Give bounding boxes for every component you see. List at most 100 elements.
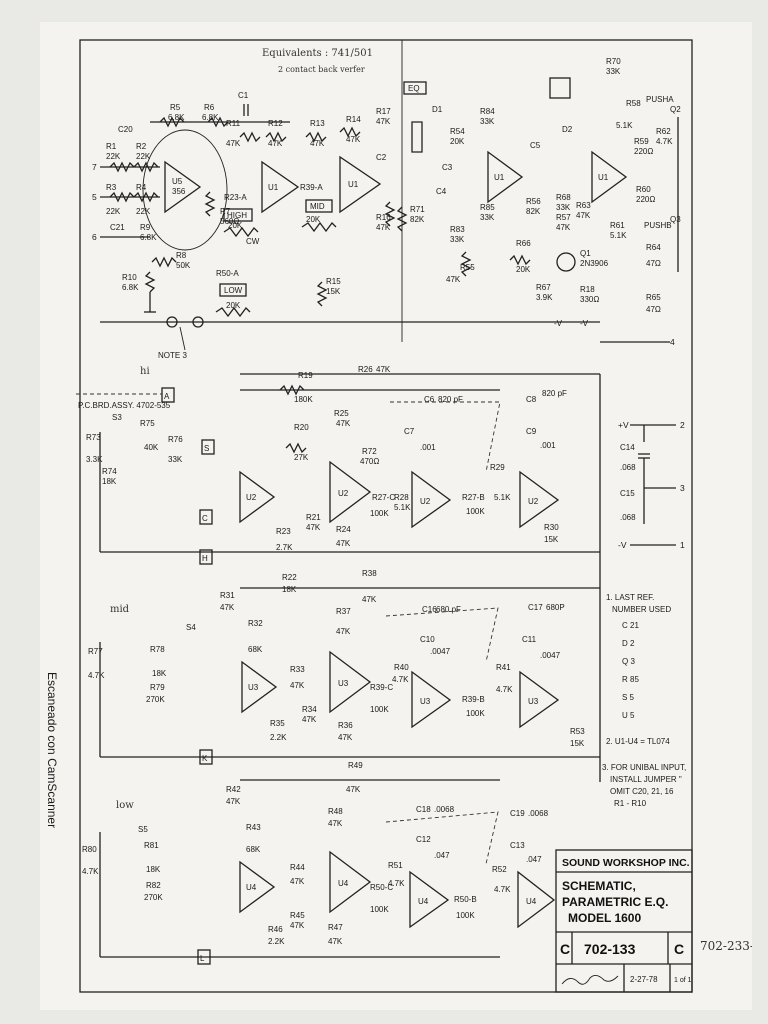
r80-label: R80 <box>82 845 97 854</box>
note1-a: 1. LAST REF. <box>606 593 654 602</box>
d1-label: D1 <box>432 105 443 114</box>
low-pot-value: 20K <box>226 301 241 310</box>
resistor-r66 <box>509 254 531 266</box>
c16-label: C16 <box>422 605 437 614</box>
pin-1-label: 1 <box>680 540 685 550</box>
gang-link <box>390 401 501 473</box>
r61-label: R61 <box>610 221 625 230</box>
resistor-r2 <box>133 161 159 173</box>
r3-label: R3 <box>106 183 117 192</box>
r13-value: 47K <box>310 139 325 148</box>
company-name: SOUND WORKSHOP INC. <box>562 857 690 869</box>
r32-value: 68K <box>248 645 263 654</box>
note1-item-0: C 21 <box>622 621 639 630</box>
title-line-3: MODEL 1600 <box>568 911 641 925</box>
low-handwritten: low <box>116 800 134 811</box>
c1-label: C1 <box>238 91 249 100</box>
r67-value: 3.9K <box>536 293 553 302</box>
r60-value: 220Ω <box>636 195 655 204</box>
r42-value: 47K <box>226 797 241 806</box>
r78-label: R78 <box>150 645 165 654</box>
eq-label: EQ <box>408 84 420 93</box>
note1-item-5: U 5 <box>622 711 635 720</box>
r18-label: R18 <box>580 285 595 294</box>
c8-label: C8 <box>526 395 537 404</box>
resistor-r20 <box>285 442 307 454</box>
schematic-drawing: Equivalents : 741/501 2 contact back ver… <box>76 39 752 993</box>
r15-value: 15K <box>326 287 341 296</box>
r62-value: 4.7K <box>656 137 673 146</box>
high-pot-cw: CW <box>246 237 260 246</box>
u2d-label: U2 <box>528 497 539 506</box>
u4b-label: U4 <box>338 879 349 888</box>
box-K-label: K <box>202 754 208 763</box>
r76-value: 33K <box>168 455 183 464</box>
u3c-label: U3 <box>420 697 431 706</box>
box-C <box>199 509 213 525</box>
c19-label: C19 <box>510 809 525 818</box>
box-L-label: L <box>200 954 205 963</box>
r40-label: R40 <box>394 663 409 672</box>
r38-value: 47K <box>362 595 377 604</box>
r46-label: R46 <box>268 925 283 934</box>
r33-label: R33 <box>290 665 305 674</box>
r58-label: R58 <box>626 99 641 108</box>
jumper-node <box>192 316 204 328</box>
c6-value: 820 pF <box>438 395 463 404</box>
resistor-r13 <box>305 131 327 143</box>
hi-handwritten: hi <box>140 366 150 377</box>
r10-label: R10 <box>122 273 137 282</box>
r13-label: R13 <box>310 119 325 128</box>
c6-label: C6 <box>424 395 435 404</box>
r64-value: 47Ω <box>646 259 661 268</box>
r45-label: R45 <box>290 911 305 920</box>
r48-label: R48 <box>328 807 343 816</box>
r62-label: R62 <box>656 127 671 136</box>
opamp-u3-b <box>329 650 372 714</box>
r37-value: 47K <box>336 627 351 636</box>
box-S-label: S <box>204 444 209 453</box>
r7-label: R7 <box>220 207 231 216</box>
notes-block: 1. LAST REF. NUMBER USED C 21 D 2 Q 3 R … <box>602 593 686 808</box>
box-A <box>161 387 175 403</box>
u4a-label: U4 <box>246 883 257 892</box>
r60-label: R60 <box>636 185 651 194</box>
drawing-date: 2-27-78 <box>630 975 658 984</box>
note1-b: NUMBER USED <box>612 605 671 614</box>
c12-label: C12 <box>416 835 431 844</box>
c17-label: C17 <box>528 603 543 612</box>
r38-label: R38 <box>362 569 377 578</box>
r50c-value: 100K <box>370 905 389 914</box>
title-block: SOUND WORKSHOP INC. SCHEMATIC, PARAMETRI… <box>555 849 693 993</box>
gang-link <box>385 607 499 663</box>
q2-label: Q2 <box>670 105 681 114</box>
r71-label: R71 <box>410 205 425 214</box>
r54-label: R54 <box>450 127 465 136</box>
opamp-u1-c <box>487 150 524 204</box>
r82-value: 270K <box>144 893 163 902</box>
pcb-note: P.C.BRD.ASSY. 4702-535 <box>78 401 171 410</box>
r43-value: 68K <box>246 845 261 854</box>
opamp-u2-b <box>329 460 372 524</box>
high-pot-value: 20K <box>228 221 243 230</box>
neg-v-q1: -V <box>554 319 563 328</box>
r72-label: R72 <box>362 447 377 456</box>
r4-label: R4 <box>136 183 147 192</box>
resistor-r8 <box>151 256 177 268</box>
opamp-u1-d <box>591 150 628 204</box>
r21-label: R21 <box>306 513 321 522</box>
r49-value: 47K <box>346 785 361 794</box>
r70-value: 33K <box>606 67 621 76</box>
r64-label: R64 <box>646 243 661 252</box>
r59-value: 220Ω <box>634 147 653 156</box>
r15-label: R15 <box>326 277 341 286</box>
c16-value: 680 pF <box>436 605 461 614</box>
r8-value: 50K <box>176 261 191 270</box>
input-terminal-6: 6 <box>92 232 97 242</box>
mid-handwritten: mid <box>110 604 130 615</box>
r20-label: R20 <box>294 423 309 432</box>
note3-a: 3. FOR UNIBAL INPUT, <box>602 763 686 772</box>
d2-label: D2 <box>562 125 573 134</box>
r14-label: R14 <box>346 115 361 124</box>
r59-label: R59 <box>634 137 649 146</box>
